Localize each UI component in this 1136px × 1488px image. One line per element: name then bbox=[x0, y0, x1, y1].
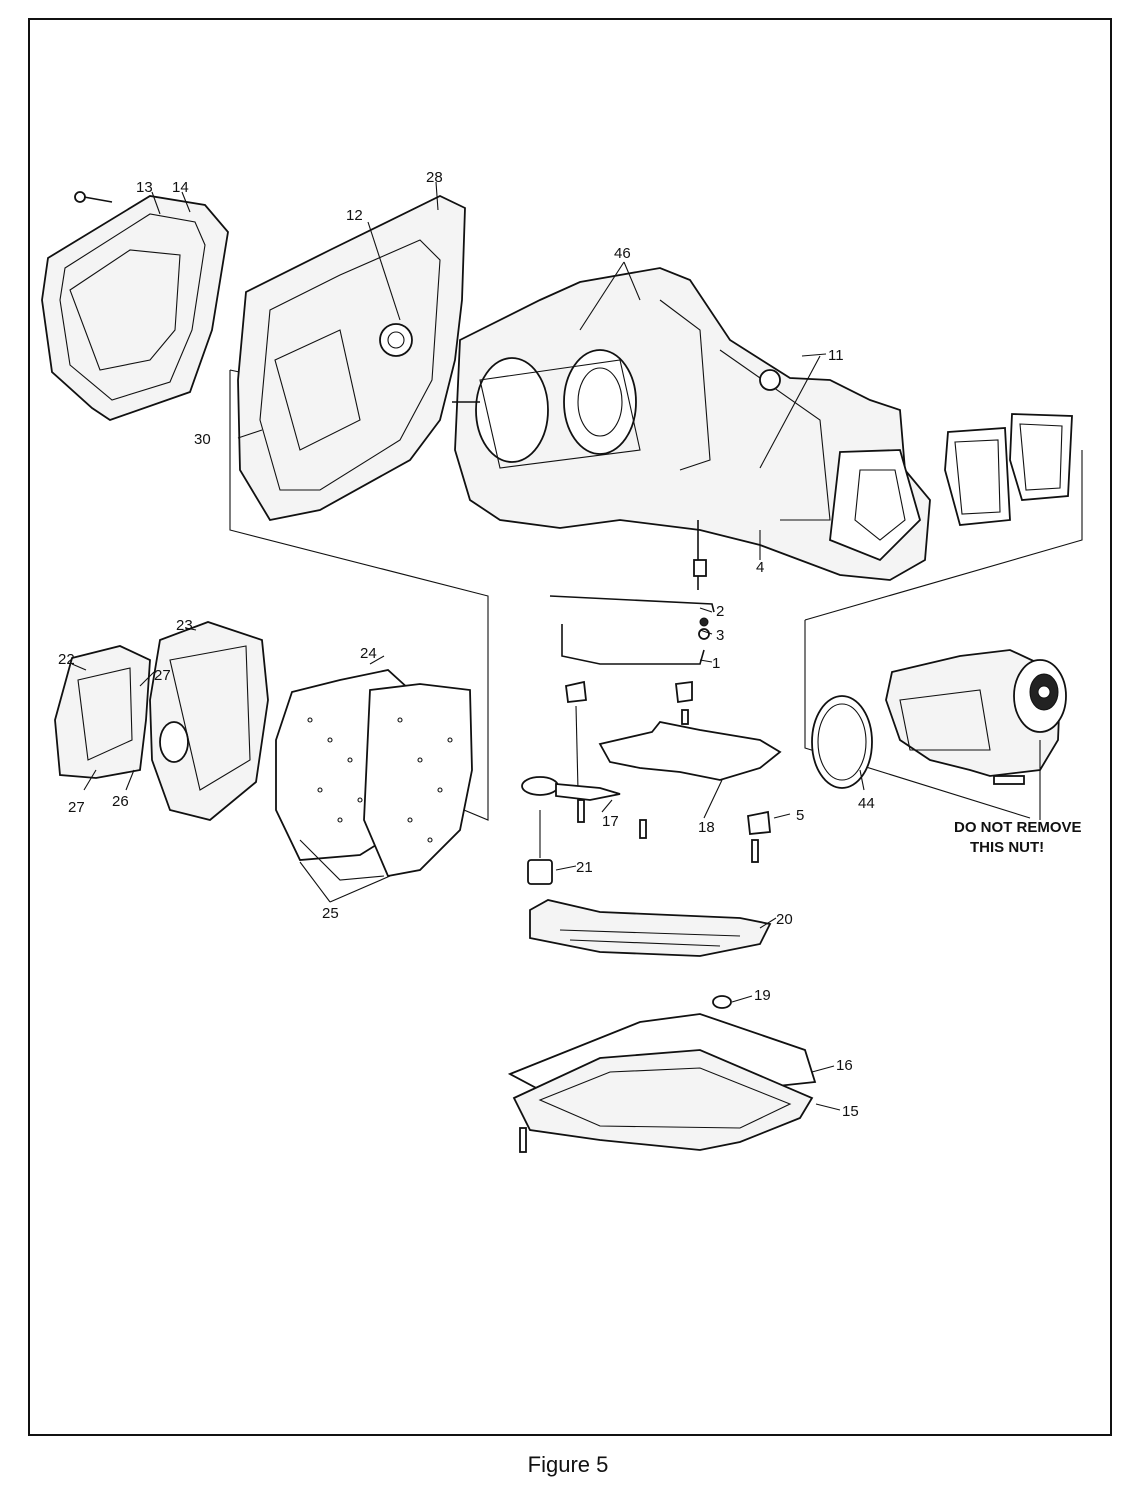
callout-20: 20 bbox=[776, 911, 793, 928]
callout-25: 25 bbox=[322, 905, 339, 922]
callout-16: 16 bbox=[836, 1057, 853, 1074]
filter-seal bbox=[527, 810, 553, 885]
callout-3: 3 bbox=[716, 627, 724, 644]
callout-27-lower: 27 bbox=[68, 799, 85, 816]
spacer-plate-and-gaskets bbox=[275, 669, 473, 881]
callout-14: 14 bbox=[172, 179, 189, 196]
channel-plate bbox=[237, 194, 466, 522]
side-cover bbox=[41, 191, 229, 421]
callout-1: 1 bbox=[712, 655, 720, 672]
scavenger-tube bbox=[549, 520, 715, 665]
callout-13: 13 bbox=[136, 179, 153, 196]
callout-22: 22 bbox=[58, 651, 75, 668]
callout-27-upper: 27 bbox=[154, 667, 171, 684]
valve-body-assembly bbox=[54, 621, 269, 821]
warning-line-2: THIS NUT! bbox=[970, 839, 1044, 856]
callout-24: 24 bbox=[360, 645, 377, 662]
callout-leaders bbox=[71, 181, 1041, 1111]
callout-46: 46 bbox=[614, 245, 631, 262]
callout-44: 44 bbox=[858, 795, 875, 812]
transaxle-case bbox=[452, 267, 931, 581]
callout-23: 23 bbox=[176, 617, 193, 634]
final-drive-assembly bbox=[811, 649, 1067, 789]
oil-filter bbox=[529, 899, 772, 957]
warning-note: DO NOT REMOVE THIS NUT! bbox=[954, 819, 1082, 856]
callout-28: 28 bbox=[426, 169, 443, 186]
callout-17: 17 bbox=[602, 813, 619, 830]
figure-caption: Figure 5 bbox=[527, 1452, 609, 1477]
baffle-plate bbox=[598, 721, 782, 781]
callout-2: 2 bbox=[716, 603, 724, 620]
callout-26: 26 bbox=[112, 793, 129, 810]
callout-labels: 1 2 3 4 5 11 12 13 14 15 16 17 18 19 20 … bbox=[58, 169, 875, 1120]
callout-18: 18 bbox=[698, 819, 715, 836]
figure-frame bbox=[28, 18, 1112, 1436]
warning-line-1: DO NOT REMOVE bbox=[954, 819, 1082, 836]
group-bracket-right bbox=[804, 450, 1083, 819]
final-drive-gaskets bbox=[944, 413, 1073, 526]
brackets-and-bolts bbox=[565, 680, 771, 863]
drain-grommet bbox=[712, 995, 732, 1009]
callout-4: 4 bbox=[756, 559, 764, 576]
callout-5: 5 bbox=[796, 807, 804, 824]
callout-19: 19 bbox=[754, 987, 771, 1004]
oil-pan bbox=[507, 1013, 817, 1153]
callout-11: 11 bbox=[828, 347, 844, 364]
callout-15: 15 bbox=[842, 1103, 859, 1120]
callout-12: 12 bbox=[346, 207, 363, 224]
callout-30: 30 bbox=[194, 431, 211, 448]
filter-bracket bbox=[521, 776, 621, 801]
callout-21: 21 bbox=[576, 859, 593, 876]
